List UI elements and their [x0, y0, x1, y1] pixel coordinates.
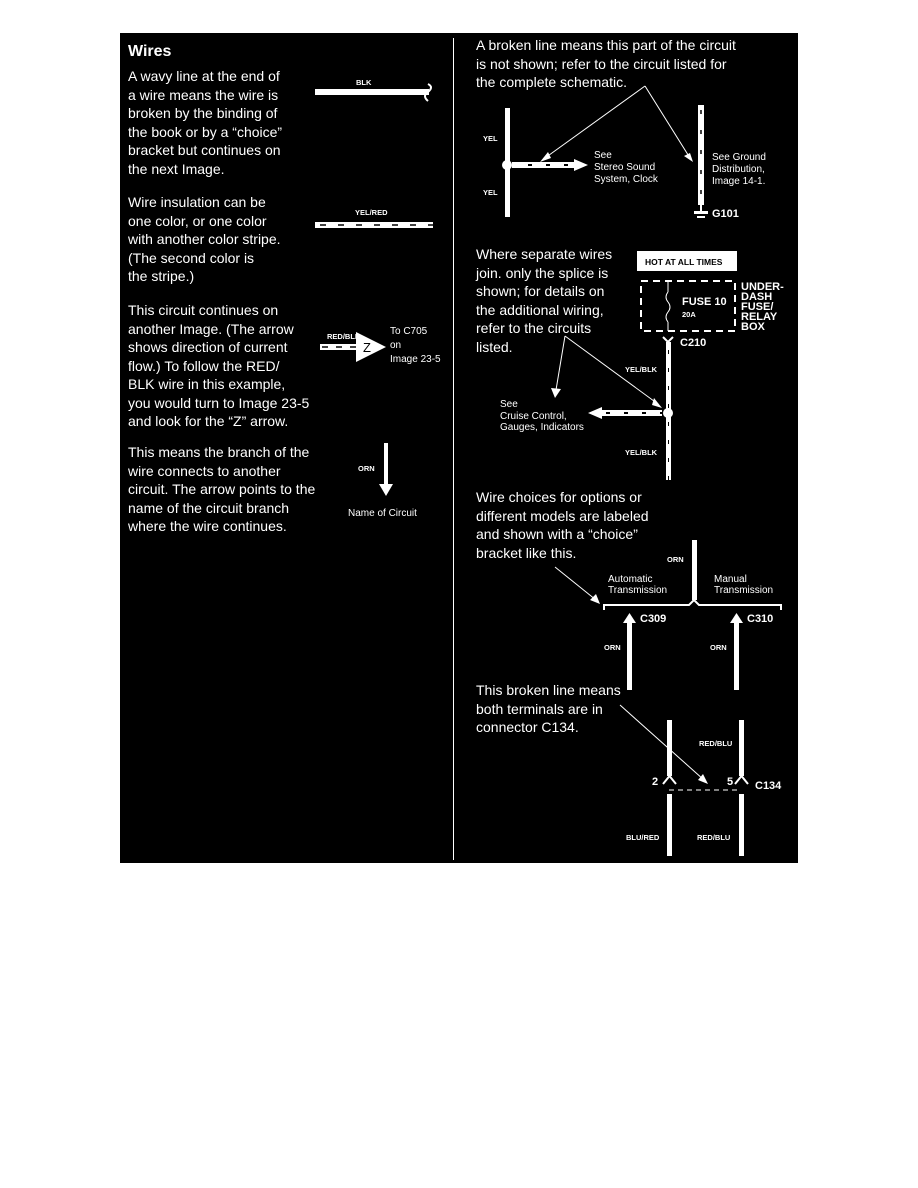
- svg-text:YEL: YEL: [483, 134, 498, 143]
- striped-wire-diagram: YEL/RED: [315, 208, 433, 228]
- svg-text:To C705: To C705: [390, 326, 428, 337]
- svg-text:ORN: ORN: [667, 555, 684, 564]
- svg-text:5: 5: [727, 776, 733, 788]
- splice-text: Where separate wires join. only the spli…: [476, 246, 613, 355]
- svg-text:YEL/RED: YEL/RED: [355, 208, 388, 217]
- section-title: Wires: [128, 43, 172, 60]
- svg-text:See Ground: See Ground: [712, 152, 766, 163]
- continuation-text: This circuit continues on another Image.…: [128, 302, 310, 429]
- svg-text:See: See: [594, 150, 612, 161]
- wavy-line-text: A wavy line at the end of a wire means t…: [128, 68, 283, 177]
- svg-text:RED/BLU: RED/BLU: [697, 833, 730, 842]
- svg-text:UNDER-: UNDER-: [741, 281, 784, 293]
- svg-text:Automatic: Automatic: [608, 574, 652, 585]
- svg-text:ORN: ORN: [358, 464, 375, 473]
- svg-text:Distribution,: Distribution,: [712, 164, 765, 175]
- svg-text:DASH: DASH: [741, 291, 772, 303]
- svg-text:C134: C134: [755, 780, 782, 792]
- svg-text:Gauges, Indicators: Gauges, Indicators: [500, 422, 584, 433]
- broken-line-text: A broken line means this part of the cir…: [476, 37, 736, 90]
- connector-diagram: 2 5 C134 RED/BLU RED/BLU BLU/RED: [619, 704, 782, 856]
- fuse-icon: [665, 291, 671, 323]
- svg-text:2: 2: [652, 776, 658, 788]
- svg-text:FUSE/: FUSE/: [741, 301, 773, 313]
- svg-text:BLK: BLK: [356, 78, 372, 87]
- branch-text: This means the branch of the wire connec…: [128, 444, 316, 534]
- insulation-text: Wire insulation can be one color, or one…: [128, 194, 281, 284]
- svg-text:Name of Circuit: Name of Circuit: [348, 508, 417, 519]
- connector-text: This broken line means both terminals ar…: [476, 682, 621, 735]
- svg-text:C210: C210: [680, 337, 706, 349]
- svg-text:Transmission: Transmission: [608, 585, 667, 596]
- svg-text:on: on: [390, 340, 401, 351]
- svg-text:Z: Z: [363, 340, 371, 355]
- svg-text:C310: C310: [747, 613, 773, 625]
- svg-text:C309: C309: [640, 613, 666, 625]
- blk-wire-diagram: BLK: [315, 78, 432, 102]
- svg-text:BLU/RED: BLU/RED: [626, 833, 660, 842]
- splice-diagram: HOT AT ALL TIMES FUSE 10 20A UNDER- DASH…: [500, 251, 784, 480]
- svg-text:FUSE 10: FUSE 10: [682, 296, 727, 308]
- svg-text:BOX: BOX: [741, 321, 766, 333]
- svg-text:YEL/BLK: YEL/BLK: [625, 448, 658, 457]
- svg-text:ORN: ORN: [710, 643, 727, 652]
- svg-text:Image 23-5: Image 23-5: [390, 354, 441, 365]
- svg-text:RED/BLK: RED/BLK: [327, 332, 361, 341]
- svg-text:Cruise Control,: Cruise Control,: [500, 411, 567, 422]
- svg-text:YEL: YEL: [483, 188, 498, 197]
- svg-text:YEL/BLK: YEL/BLK: [625, 365, 658, 374]
- choice-bracket-diagram: ORN Automatic Transmission Manual Transm…: [554, 540, 782, 690]
- svg-text:G101: G101: [712, 208, 739, 220]
- svg-text:RELAY: RELAY: [741, 311, 778, 323]
- wavy-break-icon: [424, 83, 432, 102]
- svg-text:Image 14-1.: Image 14-1.: [712, 176, 765, 187]
- broken-line-diagram: YEL YEL See Stereo Sound System, Clock G…: [483, 85, 766, 220]
- ground-icon: [694, 205, 708, 218]
- column-divider: [453, 38, 454, 860]
- svg-text:Manual: Manual: [714, 574, 747, 585]
- choice-text: Wire choices for options or different mo…: [476, 489, 649, 561]
- svg-text:RED/BLU: RED/BLU: [699, 739, 732, 748]
- svg-text:Transmission: Transmission: [714, 585, 773, 596]
- legend-panel: [120, 33, 798, 863]
- branch-arrow-diagram: ORN Name of Circuit: [348, 443, 417, 519]
- svg-text:20A: 20A: [682, 310, 696, 319]
- svg-text:See: See: [500, 399, 518, 410]
- svg-text:HOT AT ALL TIMES: HOT AT ALL TIMES: [645, 257, 723, 267]
- svg-text:ORN: ORN: [604, 643, 621, 652]
- continuation-arrow-diagram: Z RED/BLK To C705 on Image 23-5: [320, 326, 441, 365]
- svg-text:System, Clock: System, Clock: [594, 174, 659, 185]
- svg-text:Stereo Sound: Stereo Sound: [594, 162, 655, 173]
